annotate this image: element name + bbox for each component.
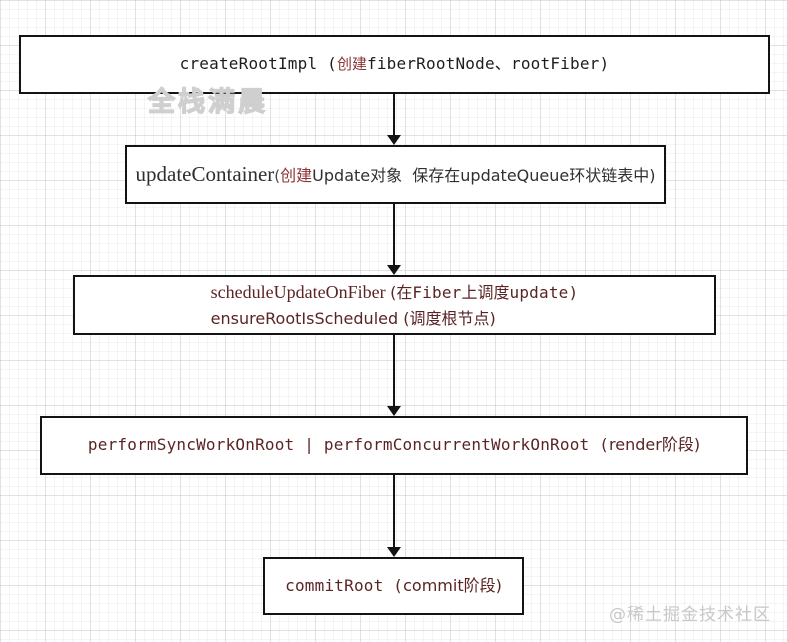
node-text-line: performSyncWorkOnRoot | performConcurren… (88, 433, 700, 458)
node-text-segment: (调度根节点) (403, 308, 496, 328)
node-text-segment: scheduleUpdateOnFiber (210, 281, 391, 302)
node-text-segment: ensureRootIsScheduled (210, 308, 404, 328)
node-text-segment: commit (403, 575, 464, 595)
node-text-line: scheduleUpdateOnFiber (在Fiber上调度update) (211, 279, 579, 307)
arrowhead-down-icon (387, 135, 401, 145)
node-text-segment: render (609, 435, 662, 455)
node-text-line: commitRoot (commit阶段) (285, 574, 502, 599)
node-text-segment: fiberRootNode、rootFiber) (366, 54, 610, 74)
node-text-segment: ( (274, 167, 281, 186)
node-text-segment: 阶段) (463, 575, 502, 595)
node-content: commitRoot (commit阶段) (285, 574, 502, 599)
node-text-segment: 上调度 (461, 282, 510, 302)
node-text-segment: commitRoot ( (285, 575, 404, 595)
flow-arrow-1 (387, 94, 401, 145)
arrow-shaft (393, 204, 395, 267)
node-content: scheduleUpdateOnFiber (在Fiber上调度update)e… (211, 279, 579, 332)
node-content: createRootImpl (创建fiberRootNode、rootFibe… (180, 52, 610, 77)
arrowhead-down-icon (387, 547, 401, 557)
node-text-segment: 创建 (336, 55, 367, 74)
node-text-segment: Fiber (412, 282, 462, 302)
flow-node-create-root-impl: createRootImpl (创建fiberRootNode、rootFibe… (19, 35, 770, 94)
arrow-shaft (393, 475, 395, 549)
flow-node-perform-work-on-root: performSyncWorkOnRoot | performConcurren… (40, 416, 748, 475)
flow-node-commit-root: commitRoot (commit阶段) (263, 557, 524, 615)
node-text-line: updateContainer(创建Update对象 保存在updateQueu… (136, 158, 656, 191)
node-content: updateContainer(创建Update对象 保存在updateQueu… (136, 158, 656, 191)
node-text-segment: updateContainer (135, 162, 275, 187)
flow-arrow-3 (387, 335, 401, 416)
node-text-segment: update) (509, 282, 579, 302)
node-text-segment: 创建 (280, 166, 313, 186)
watermark-juejin-community: @稀土掘金技术社区 (609, 605, 771, 625)
node-text-segment: (在 (390, 282, 413, 302)
node-content: performSyncWorkOnRoot | performConcurren… (88, 433, 700, 458)
arrow-shaft (393, 335, 395, 408)
node-text-line: ensureRootIsScheduled (调度根节点) (211, 307, 579, 332)
arrowhead-down-icon (387, 265, 401, 275)
node-text-line: createRootImpl (创建fiberRootNode、rootFibe… (180, 52, 610, 77)
node-text-segment: createRootImpl ( (179, 54, 337, 74)
watermark-quanzhan-manchen: 全栈满晨 (147, 86, 268, 118)
flow-arrow-4 (387, 475, 401, 557)
flow-node-update-container: updateContainer(创建Update对象 保存在updateQueu… (125, 145, 666, 204)
arrowhead-down-icon (387, 406, 401, 416)
flow-arrow-2 (387, 204, 401, 275)
arrow-shaft (393, 94, 395, 137)
node-text-segment: Update对象 保存在updateQueue环状链表中) (312, 166, 656, 186)
node-text-segment: performSyncWorkOnRoot | performConcurren… (87, 435, 610, 455)
flow-node-schedule-update-on-fiber: scheduleUpdateOnFiber (在Fiber上调度update)e… (73, 275, 716, 335)
node-text-segment: 阶段) (661, 435, 701, 455)
